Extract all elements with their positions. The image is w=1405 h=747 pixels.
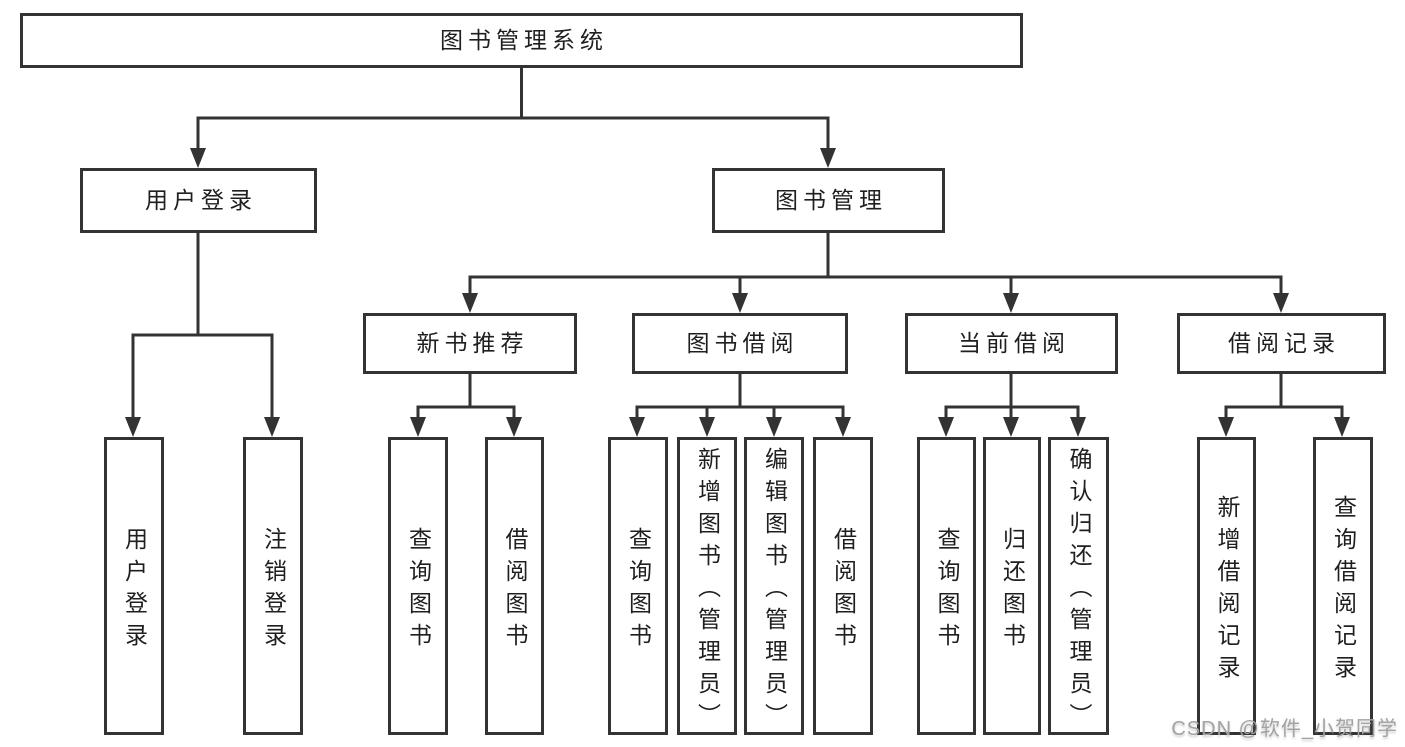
node-user-login-branch: 用户登录 [80,168,317,233]
leaf-add-borrow-record: 新增借阅记录 [1197,437,1256,735]
leaf-add-book-admin: 新增图书（管理员） [677,437,737,735]
node-label: 新增图书（管理员） [694,446,721,735]
watermark: CSDN @软件_小贺同学 [1171,718,1398,740]
node-current-borrowing: 当前借阅 [905,313,1118,374]
node-label: 归还图书 [999,526,1026,655]
leaf-edit-book-admin: 编辑图书（管理员） [744,437,804,735]
node-label: 借阅记录 [1228,330,1340,356]
leaf-query-books-current: 查询图书 [917,437,976,735]
node-root: 图书管理系统 [20,13,1023,68]
node-label: 图书管理 [775,187,887,213]
leaf-query-borrow-record: 查询借阅记录 [1313,437,1373,735]
node-label: 注销登录 [260,526,287,655]
node-label: 借阅图书 [830,526,857,655]
node-label: 编辑图书（管理员） [761,446,788,735]
node-root-label: 图书管理系统 [440,27,608,53]
leaf-logout-login: 注销登录 [243,437,303,735]
node-book-borrowing: 图书借阅 [632,313,848,374]
leaf-borrow-books-recommend: 借阅图书 [485,437,544,735]
node-label: 查询图书 [934,526,960,655]
node-label: 新书推荐 [416,330,529,356]
node-label: 新增借阅记录 [1214,494,1240,687]
node-label: 用户登录 [121,526,148,655]
leaf-user-login: 用户登录 [104,437,164,735]
node-borrowing-records: 借阅记录 [1177,313,1386,374]
node-label: 查询借阅记录 [1330,494,1357,687]
node-label: 查询图书 [405,526,432,655]
node-label: 确认归还（管理员） [1066,446,1092,735]
leaf-query-books-recommend: 查询图书 [388,437,448,735]
node-label: 用户登录 [145,187,257,213]
node-label: 图书借阅 [686,330,799,356]
leaf-query-books-borrowing: 查询图书 [608,437,668,735]
leaf-confirm-return-admin: 确认归还（管理员） [1048,437,1109,735]
node-label: 查询图书 [625,526,652,655]
node-label: 借阅图书 [502,526,528,655]
node-new-book-recommend: 新书推荐 [363,313,577,374]
node-book-management: 图书管理 [712,168,945,233]
leaf-borrow-books-borrowing: 借阅图书 [813,437,873,735]
leaf-return-books: 归还图书 [983,437,1041,735]
node-label: 当前借阅 [958,330,1070,356]
